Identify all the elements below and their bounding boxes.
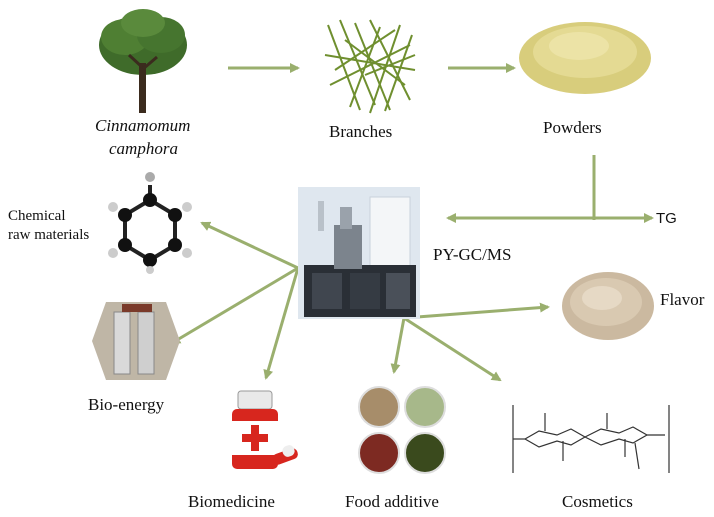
arrow-to-cosmetics bbox=[403, 316, 502, 382]
arrow-to-flavor bbox=[403, 302, 550, 320]
label-cinnamomum-line2: camphora bbox=[109, 139, 178, 158]
powder-icon bbox=[519, 22, 651, 94]
label-flavor: Flavor bbox=[660, 290, 705, 309]
flavor-powder-icon bbox=[562, 272, 654, 340]
arrow-to-biomedicine bbox=[263, 267, 300, 380]
label-pygcms: PY-GC/MS bbox=[433, 245, 512, 264]
branches-icon bbox=[324, 19, 416, 114]
arrow-to-bioenergy bbox=[170, 266, 299, 345]
label-powders: Powders bbox=[543, 118, 602, 137]
label-chemical-line1: Chemical bbox=[8, 208, 66, 224]
food-bowls-icon bbox=[357, 385, 447, 475]
bioenergy-reactor-icon bbox=[92, 302, 180, 380]
label-food-additive: Food additive bbox=[345, 492, 439, 511]
gcms-instrument-icon bbox=[298, 187, 420, 319]
tree-icon bbox=[99, 9, 187, 113]
label-tg: TG bbox=[656, 210, 677, 227]
arrow-to-food bbox=[390, 317, 406, 374]
label-chemical-line2: raw materials bbox=[8, 227, 90, 243]
label-bioenergy: Bio-energy bbox=[88, 395, 165, 414]
label-biomedicine: Biomedicine bbox=[188, 492, 275, 511]
label-branches: Branches bbox=[329, 122, 393, 141]
arrow-to-chemical bbox=[200, 221, 299, 270]
medicine-bottle-icon bbox=[232, 390, 298, 469]
label-cinnamomum-line1: Cinnamomum bbox=[95, 116, 191, 135]
label-cosmetics: Cosmetics bbox=[562, 492, 633, 511]
benzene-molecule-icon bbox=[108, 172, 192, 274]
cellulose-structure-icon bbox=[512, 405, 670, 473]
